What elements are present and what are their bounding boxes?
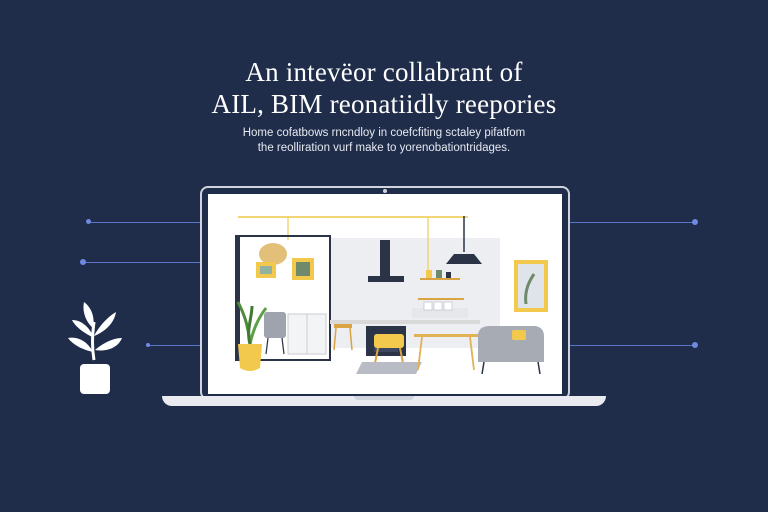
connector-dot-right-top (692, 219, 698, 225)
subtitle-line-1: Home cofatbows rncndloy in coefcfiting s… (242, 127, 526, 139)
headline: An intevëor collabrant of AIL, BIM reona… (0, 56, 768, 120)
laptop-base (162, 396, 606, 406)
headline-line-2: AIL, BIM reonatiidly reepories (211, 89, 557, 119)
connector-line-left-top (90, 222, 202, 223)
interior-illustration (208, 194, 562, 394)
connector-line-right-bottom (566, 345, 694, 346)
connector-dot-left-top (86, 219, 91, 224)
connector-line-left-bottom (150, 345, 202, 346)
subtitle-line-2: the reolliration vurf make to yorenobati… (257, 142, 511, 154)
interior-scene (208, 194, 562, 390)
potted-plant-icon (68, 302, 122, 394)
connector-line-right-top (566, 222, 694, 223)
webcam (383, 189, 387, 193)
laptop-screen (200, 186, 570, 400)
connector-dot-left-bottom (146, 343, 150, 347)
laptop-notch (354, 396, 414, 400)
connector-dot-right-bottom (692, 342, 698, 348)
connector-line-left-mid (84, 262, 202, 263)
subtitle: Home cofatbows rncndloy in coefcfiting s… (0, 126, 768, 156)
headline-line-1: An intevëor collabrant of (245, 57, 523, 87)
connector-dot-left-mid (80, 259, 86, 265)
